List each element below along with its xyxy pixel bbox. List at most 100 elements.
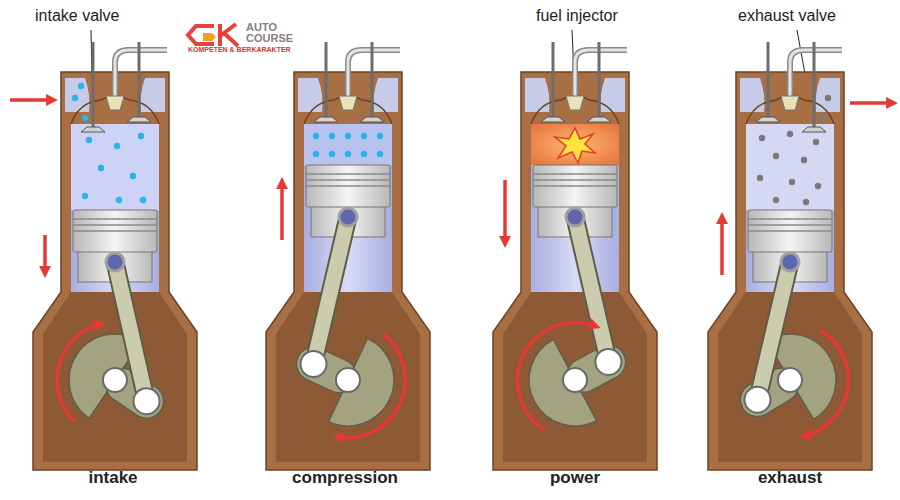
- compression-stroke-engine: [266, 42, 430, 470]
- illustration-part: [566, 50, 627, 110]
- illustration-part: [314, 117, 338, 122]
- illustration-part: [280, 183, 284, 240]
- illustration-part: [719, 317, 853, 448]
- illustration-part: [787, 131, 793, 137]
- illustration-part: [595, 349, 621, 375]
- illustration-part: [140, 197, 146, 203]
- illustration-part: [98, 165, 104, 171]
- illustration-part: [801, 157, 807, 163]
- illustration-part: [757, 175, 763, 181]
- logo-mark: [188, 24, 238, 46]
- illustration-part: [78, 83, 84, 89]
- illustration-part: [329, 151, 335, 157]
- illustration-part: [81, 127, 105, 132]
- illustration-part: [745, 387, 771, 413]
- illustration-part: [314, 217, 349, 364]
- illustration-part: [86, 137, 92, 143]
- illustration-part: [301, 351, 327, 377]
- illustration-part: [789, 179, 795, 185]
- illustration-part: [541, 117, 565, 122]
- illustration-part: [304, 124, 392, 165]
- illustration-part: [10, 98, 52, 102]
- illustration-part: [815, 183, 821, 189]
- illustration-part: [138, 42, 141, 118]
- illustration-part: [587, 117, 611, 122]
- illustration-part: [103, 368, 127, 392]
- illustration-part: [266, 72, 430, 470]
- illustration-part: [552, 42, 555, 118]
- illustration-part: [313, 133, 319, 139]
- illustration-part: [708, 72, 872, 470]
- stroke-label: compression: [292, 468, 398, 488]
- illustration-part: [338, 334, 405, 438]
- illustration-part: [361, 133, 367, 139]
- illustration-part: [377, 133, 383, 139]
- illustration-part: [220, 24, 238, 46]
- illustration-part: [850, 101, 892, 105]
- illustration-part: [493, 72, 657, 470]
- illustration-part: [531, 124, 619, 165]
- illustration-part: [339, 208, 357, 226]
- motion-arrows: [10, 100, 892, 275]
- part-label: exhaust valve: [738, 7, 836, 25]
- illustration-part: [138, 133, 144, 139]
- stroke-label: power: [550, 468, 600, 488]
- illustration-part: [813, 42, 816, 128]
- power-stroke-engine: [493, 42, 657, 470]
- illustration-part: [73, 210, 157, 282]
- illustration-part: [767, 42, 770, 118]
- illustration-part: [773, 197, 779, 203]
- illustration-part: [517, 323, 595, 430]
- illustration-part: [803, 199, 809, 205]
- illustration-part: [345, 133, 351, 139]
- illustration-part: [503, 180, 507, 242]
- illustration-part: [279, 315, 409, 441]
- illustration-part: [329, 133, 335, 139]
- illustration-part: [72, 95, 78, 101]
- illustration-part: [106, 50, 167, 110]
- illustration-part: [325, 42, 328, 118]
- illustration-part: [746, 124, 834, 210]
- illustration-part: [82, 115, 88, 121]
- illustration-part: [116, 197, 122, 203]
- illustration-part: [533, 165, 617, 237]
- illustration-part: [513, 314, 645, 443]
- illustration-part: [314, 217, 349, 364]
- illustration-part: [51, 316, 186, 449]
- illustration-part: [203, 33, 216, 41]
- illustration-part: [819, 115, 825, 121]
- illustration-part: [748, 210, 832, 282]
- illustration-part: [92, 42, 95, 128]
- illustration-part: [127, 117, 151, 122]
- watermark: AUTO COURSE: [246, 22, 300, 44]
- illustration-part: [57, 324, 100, 422]
- illustration-part: [825, 95, 831, 101]
- illustration-part: [313, 151, 319, 157]
- part-label: fuel injector: [536, 7, 618, 25]
- illustration-part: [306, 165, 390, 237]
- illustration-part: [756, 117, 780, 122]
- illustration-part: [371, 42, 374, 118]
- illustration-part: [802, 127, 826, 132]
- illustration-part: [361, 151, 367, 157]
- illustration-part: [43, 235, 47, 272]
- illustration-part: [781, 253, 799, 271]
- illustration-part: [360, 117, 384, 122]
- illustration-part: [71, 124, 159, 210]
- illustration-part: [720, 218, 724, 275]
- illustration-part: [778, 368, 802, 392]
- illustration-part: [566, 208, 584, 226]
- exhaust-stroke-engine: [708, 42, 872, 470]
- illustration-part: [130, 173, 136, 179]
- illustration-part: [106, 253, 124, 271]
- illustration-part: [134, 388, 160, 414]
- intake-stroke-engine: [33, 42, 197, 470]
- stroke-label: intake: [88, 468, 137, 488]
- illustration-part: [813, 139, 819, 145]
- part-label: intake valve: [35, 7, 120, 25]
- illustration-part: [773, 153, 779, 159]
- illustration-part: [759, 135, 765, 141]
- illustration-part: [805, 330, 848, 436]
